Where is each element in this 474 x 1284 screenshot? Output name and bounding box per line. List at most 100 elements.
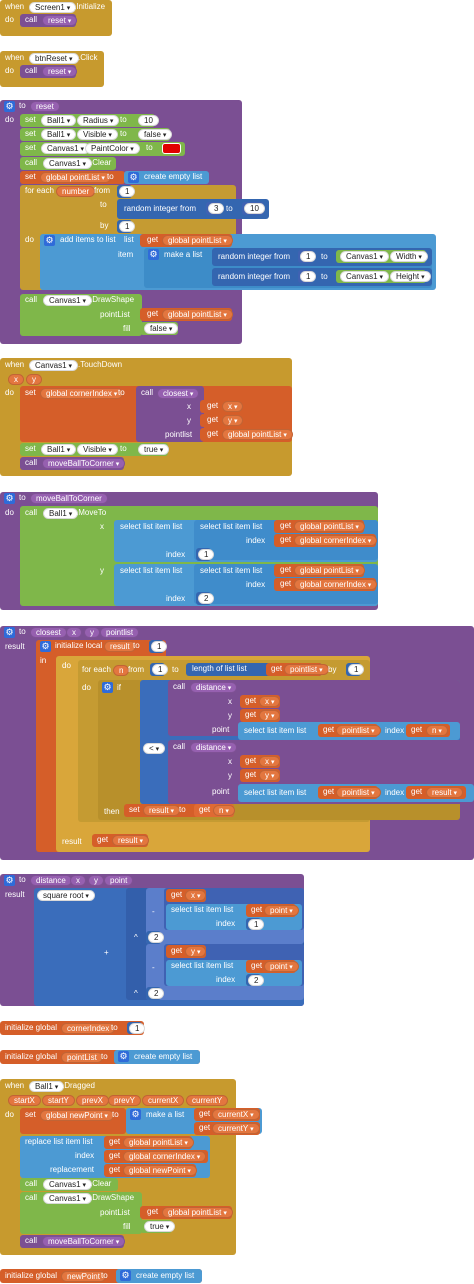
loop-variable-field[interactable]: number <box>56 186 96 197</box>
variable-dropdown[interactable]: global pointList <box>162 309 233 320</box>
proc-dropdown[interactable]: moveBallToCorner <box>42 458 126 469</box>
variable-dropdown[interactable]: global pointList <box>162 235 233 246</box>
gear-icon[interactable]: ⚙ <box>102 682 113 693</box>
param-startx[interactable]: startX <box>8 1095 41 1106</box>
variable-dropdown[interactable]: global newPoint <box>40 1110 114 1121</box>
variable-dropdown[interactable]: x <box>185 890 207 901</box>
create-empty-list-block[interactable] <box>116 1269 202 1283</box>
variable-dropdown[interactable]: y <box>259 770 281 781</box>
component-dropdown[interactable]: Canvas1 <box>340 271 390 282</box>
property-dropdown[interactable]: Height <box>390 271 431 282</box>
gear-icon[interactable]: ⚙ <box>44 235 55 246</box>
number-field[interactable]: 2 <box>198 593 215 604</box>
param-x[interactable]: x <box>70 875 86 886</box>
variable-dropdown[interactable]: global pointList <box>162 1207 233 1218</box>
gear-icon[interactable]: ⚙ <box>40 641 51 652</box>
gear-icon[interactable]: ⚙ <box>130 1109 141 1120</box>
gear-icon[interactable]: ⚙ <box>148 249 159 260</box>
variable-dropdown[interactable]: x <box>259 756 281 767</box>
component-dropdown[interactable]: Canvas1 <box>41 143 91 154</box>
number-field[interactable]: 1 <box>348 664 365 675</box>
param-starty[interactable]: startY <box>42 1095 75 1106</box>
number-field[interactable]: 1 <box>119 186 136 197</box>
component-dropdown[interactable]: Ball1 <box>41 115 77 126</box>
variable-dropdown[interactable]: n <box>426 725 448 736</box>
param-point[interactable]: point <box>104 875 134 886</box>
global-name-field[interactable]: newPoint <box>61 1271 106 1282</box>
component-dropdown[interactable]: Ball1 <box>41 444 77 455</box>
component-dropdown[interactable]: Ball1 <box>29 1081 65 1092</box>
gear-icon[interactable]: ⚙ <box>120 1270 131 1281</box>
proc-dropdown[interactable]: distance <box>190 682 238 693</box>
proc-name-field[interactable]: distance <box>30 875 72 886</box>
variable-dropdown[interactable]: x <box>222 401 244 412</box>
loop-variable-field[interactable]: n <box>113 665 130 676</box>
property-dropdown[interactable]: Visible <box>77 444 118 455</box>
component-dropdown[interactable]: Canvas1 <box>29 360 79 371</box>
property-dropdown[interactable]: Visible <box>77 129 118 140</box>
variable-dropdown[interactable]: global pointList <box>123 1137 194 1148</box>
number-field[interactable]: 1 <box>152 664 169 675</box>
proc-dropdown[interactable]: reset <box>42 15 78 26</box>
variable-dropdown[interactable]: point <box>264 905 299 916</box>
param-x[interactable]: x <box>8 374 24 385</box>
variable-dropdown[interactable]: global cornerIndex <box>294 535 378 546</box>
param-prevx[interactable]: prevX <box>76 1095 109 1106</box>
variable-dropdown[interactable]: n <box>213 805 235 816</box>
proc-dropdown[interactable]: distance <box>190 742 238 753</box>
param-x[interactable]: x <box>66 627 82 638</box>
variable-dropdown[interactable]: global cornerIndex <box>294 579 378 590</box>
component-dropdown[interactable]: Canvas1 <box>43 158 93 169</box>
variable-dropdown[interactable]: global newPoint <box>123 1165 197 1176</box>
variable-dropdown[interactable]: result <box>426 787 464 798</box>
number-field[interactable]: 1 <box>248 919 265 930</box>
component-dropdown[interactable]: Canvas1 <box>340 251 390 262</box>
variable-dropdown[interactable]: pointlist <box>284 664 329 675</box>
gear-icon[interactable]: ⚙ <box>128 172 139 183</box>
gear-icon[interactable]: ⚙ <box>4 875 15 886</box>
param-prevy[interactable]: prevY <box>108 1095 141 1106</box>
number-field[interactable]: 1 <box>151 641 168 652</box>
number-field[interactable]: 1 <box>300 251 317 262</box>
global-name-field[interactable]: pointList <box>61 1052 103 1063</box>
number-field[interactable]: 2 <box>248 975 265 986</box>
number-field[interactable]: 2 <box>148 988 165 999</box>
variable-dropdown[interactable]: currentY <box>212 1123 260 1134</box>
variable-dropdown[interactable]: result <box>143 805 181 816</box>
local-var-field[interactable]: result <box>104 641 136 652</box>
boolean-dropdown[interactable]: true <box>144 1221 176 1232</box>
proc-name-field[interactable]: closest <box>30 627 67 638</box>
component-dropdown[interactable]: Ball1 <box>43 508 79 519</box>
number-field[interactable]: 1 <box>300 271 317 282</box>
variable-dropdown[interactable]: global pointList <box>222 429 293 440</box>
component-dropdown[interactable]: Screen1 <box>29 2 77 13</box>
property-dropdown[interactable]: PaintColor <box>85 143 140 154</box>
number-field[interactable]: 1 <box>119 221 136 232</box>
proc-name-field[interactable]: moveBallToCorner <box>30 493 108 504</box>
component-dropdown[interactable]: Ball1 <box>41 129 77 140</box>
property-dropdown[interactable]: Radius <box>77 115 120 126</box>
variable-dropdown[interactable]: global pointList <box>40 172 111 183</box>
number-field[interactable]: 2 <box>148 932 165 943</box>
variable-dropdown[interactable]: currentX <box>212 1109 260 1120</box>
variable-dropdown[interactable]: point <box>264 961 299 972</box>
variable-dropdown[interactable]: result <box>112 835 150 846</box>
param-y[interactable]: y <box>84 627 100 638</box>
variable-dropdown[interactable]: y <box>259 710 281 721</box>
number-field[interactable]: 1 <box>129 1023 146 1034</box>
param-currentx[interactable]: currentX <box>142 1095 185 1106</box>
proc-dropdown[interactable]: moveBallToCorner <box>42 1236 126 1247</box>
number-field[interactable]: 3 <box>208 203 225 214</box>
variable-dropdown[interactable]: pointlist <box>336 787 381 798</box>
boolean-dropdown[interactable]: false <box>138 129 173 140</box>
variable-dropdown[interactable]: pointlist <box>336 725 381 736</box>
gear-icon[interactable]: ⚙ <box>4 493 15 504</box>
param-y[interactable]: y <box>88 875 104 886</box>
variable-dropdown[interactable]: x <box>259 696 281 707</box>
global-name-field[interactable]: cornerIndex <box>61 1023 116 1034</box>
variable-dropdown[interactable]: global pointList <box>294 521 365 532</box>
proc-dropdown[interactable]: reset <box>42 66 78 77</box>
variable-dropdown[interactable]: global cornerIndex <box>123 1151 207 1162</box>
variable-dropdown[interactable]: global cornerIndex <box>40 388 124 399</box>
proc-dropdown[interactable]: closest <box>157 388 200 399</box>
